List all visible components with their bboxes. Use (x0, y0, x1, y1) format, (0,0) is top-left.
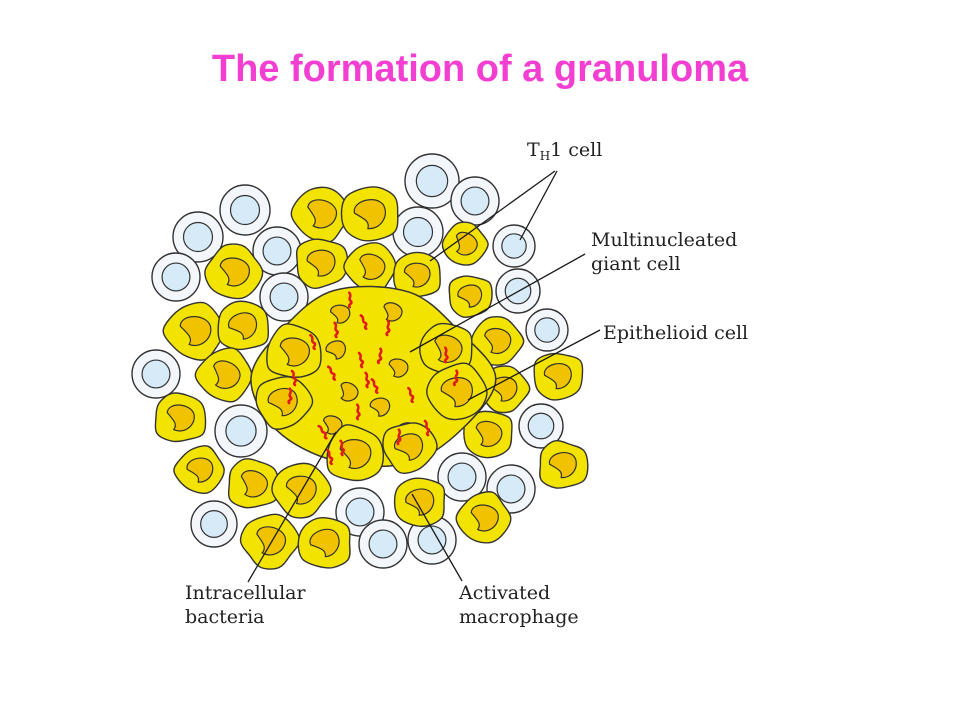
bacteria-icon (396, 428, 402, 446)
leader-line (467, 329, 601, 401)
leader-line (411, 493, 463, 582)
macrophage-icon (426, 362, 488, 421)
macrophage-icon (539, 439, 589, 489)
bacteria-icon (326, 448, 334, 466)
bacteria-icon (452, 369, 459, 387)
bacteria-icon (309, 333, 317, 351)
giant-cell-label: Multinucleated giant cell (591, 229, 738, 275)
macrophage-icon (239, 513, 301, 570)
macrophage-icon (162, 301, 225, 361)
macrophage-icon (455, 491, 512, 544)
macrophage-icon (533, 352, 584, 401)
macrophage-icon (266, 323, 322, 378)
lymphocyte-icon (492, 224, 536, 268)
leader-lines-layer (247, 170, 601, 583)
bacteria-icon (339, 439, 345, 457)
lymphocyte-icon (450, 176, 500, 226)
macrophage-icon (382, 422, 438, 474)
macrophage-icon (326, 424, 385, 482)
lymphocyte-icon (358, 519, 408, 569)
lymphocyte-icon (518, 403, 564, 449)
bacteria-icon (423, 419, 431, 437)
lymphocyte-icon (404, 153, 460, 209)
outer-cells-layer (131, 153, 589, 570)
lymphocyte-icon (259, 272, 309, 322)
bacteria-icon (355, 403, 361, 421)
macrophage-icon (470, 315, 525, 366)
bacteria-icon (385, 319, 391, 337)
macrophage-icon (296, 238, 349, 289)
macrophage-icon (343, 242, 397, 293)
macrophage-icon (340, 186, 399, 242)
macrophage-icon (297, 517, 351, 569)
bacteria-icon (407, 386, 415, 404)
macrophage-icon (393, 477, 446, 528)
lymphocyte-icon (437, 452, 487, 502)
lymphocyte-icon (219, 184, 271, 236)
activated-macrophage-label: Activated macrophage (459, 582, 579, 628)
leader-line (247, 431, 337, 583)
bacteria-icon (443, 346, 449, 364)
macrophage-icon (204, 243, 264, 300)
macrophage-icon (441, 221, 489, 266)
lymphocyte-icon (172, 211, 224, 263)
epithelioid-cell-label: Epithelioid cell (603, 322, 749, 344)
macrophage-icon (194, 347, 253, 403)
lymphocyte-icon (525, 308, 569, 352)
intracellular-bacteria-label: Intracellular bacteria (185, 582, 306, 628)
macrophage-icon (290, 186, 350, 243)
th1-cell-label: TH1 cell (527, 139, 603, 163)
leader-line (519, 170, 558, 241)
macrophage-icon (448, 275, 493, 318)
bacteria-icon (326, 365, 337, 381)
bacteria-icon (357, 351, 365, 369)
lymphocyte-icon (151, 252, 201, 302)
bacteria-icon (333, 321, 339, 339)
lymphocyte-icon (190, 500, 238, 548)
lymphocyte-icon (252, 226, 302, 276)
lymphocyte-icon (392, 206, 444, 258)
leader-line (429, 170, 556, 262)
macrophage-icon (154, 392, 207, 443)
bacteria-icon (317, 424, 328, 440)
macrophage-icon (227, 458, 280, 509)
leader-line (409, 253, 586, 353)
lymphocyte-icon (214, 404, 268, 458)
inner-cells-layer (255, 291, 488, 482)
lymphocyte-icon (131, 349, 181, 399)
bacteria-icon (370, 378, 379, 395)
macrophage-icon (217, 300, 270, 351)
bacteria-icon (290, 369, 298, 387)
bacteria-icon (347, 291, 353, 309)
macrophage-icon (463, 410, 513, 459)
page-title: The formation of a granuloma (211, 48, 749, 90)
bacteria-icon (359, 314, 368, 331)
bacteria-icon (287, 387, 293, 405)
macrophage-icon (393, 251, 441, 298)
bacteria-icon (364, 371, 370, 389)
macrophage-icon (173, 445, 225, 494)
bacteria-icon (376, 347, 383, 365)
